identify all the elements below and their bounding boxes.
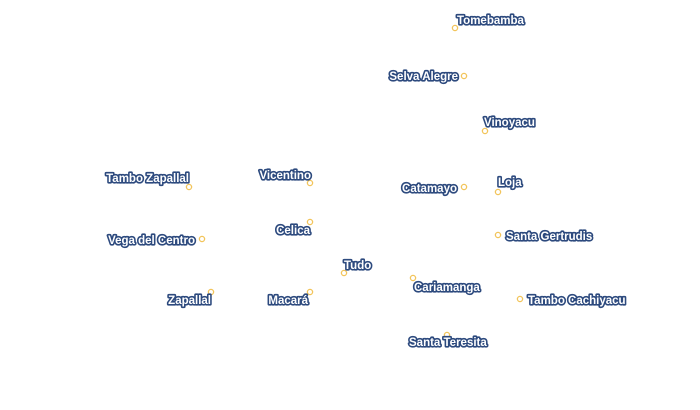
place-marker-loja[interactable] (494, 188, 502, 196)
place-label-celica[interactable]: Celica (275, 223, 313, 238)
place-label-vega-del-centro[interactable]: Vega del Centro (106, 233, 196, 248)
place-label-tomebamba[interactable]: Tomebamba (455, 13, 526, 28)
place-label-tambo-zapallal[interactable]: Tambo Zapallal (105, 171, 191, 186)
place-marker-vega-del-centro[interactable] (198, 235, 206, 243)
place-marker-vicentino[interactable] (306, 179, 314, 187)
place-marker-santa-gertrudis[interactable] (494, 231, 502, 239)
place-markers (185, 24, 524, 339)
place-label-vinoyacu[interactable]: Vinoyacu (482, 115, 536, 130)
place-label-loja[interactable]: Loja (496, 175, 523, 190)
place-marker-selva-alegre[interactable] (460, 72, 468, 80)
place-label-cariamanga[interactable]: Cariamanga (412, 280, 482, 295)
place-label-macara[interactable]: Macará (267, 293, 310, 308)
place-label-selva-alegre[interactable]: Selva Alegre (388, 69, 460, 84)
place-label-tudo[interactable]: Tudo (342, 258, 372, 273)
place-marker-vinoyacu[interactable] (481, 127, 489, 135)
place-marker-tudo[interactable] (340, 269, 348, 277)
place-label-santa-teresita[interactable]: Santa Teresita (407, 335, 489, 350)
place-marker-cariamanga[interactable] (409, 274, 417, 282)
place-marker-celica[interactable] (306, 218, 314, 226)
place-label-santa-gertrudis[interactable]: Santa Gertrudis (504, 229, 593, 244)
place-label-zapallal[interactable]: Zapallal (167, 293, 213, 308)
place-marker-macara[interactable] (306, 288, 314, 296)
place-marker-zapallal[interactable] (207, 288, 215, 296)
place-marker-tambo-zapallal[interactable] (185, 183, 193, 191)
place-marker-santa-teresita[interactable] (443, 331, 451, 339)
place-label-vicentino[interactable]: Vicentino (258, 168, 313, 183)
place-label-catamayo[interactable]: Catamayo (400, 181, 458, 196)
place-marker-tambo-cachiyacu[interactable] (516, 295, 524, 303)
place-marker-tomebamba[interactable] (451, 24, 459, 32)
place-label-tambo-cachiyacu[interactable]: Tambo Cachiyacu (526, 293, 627, 308)
place-marker-catamayo[interactable] (460, 183, 468, 191)
